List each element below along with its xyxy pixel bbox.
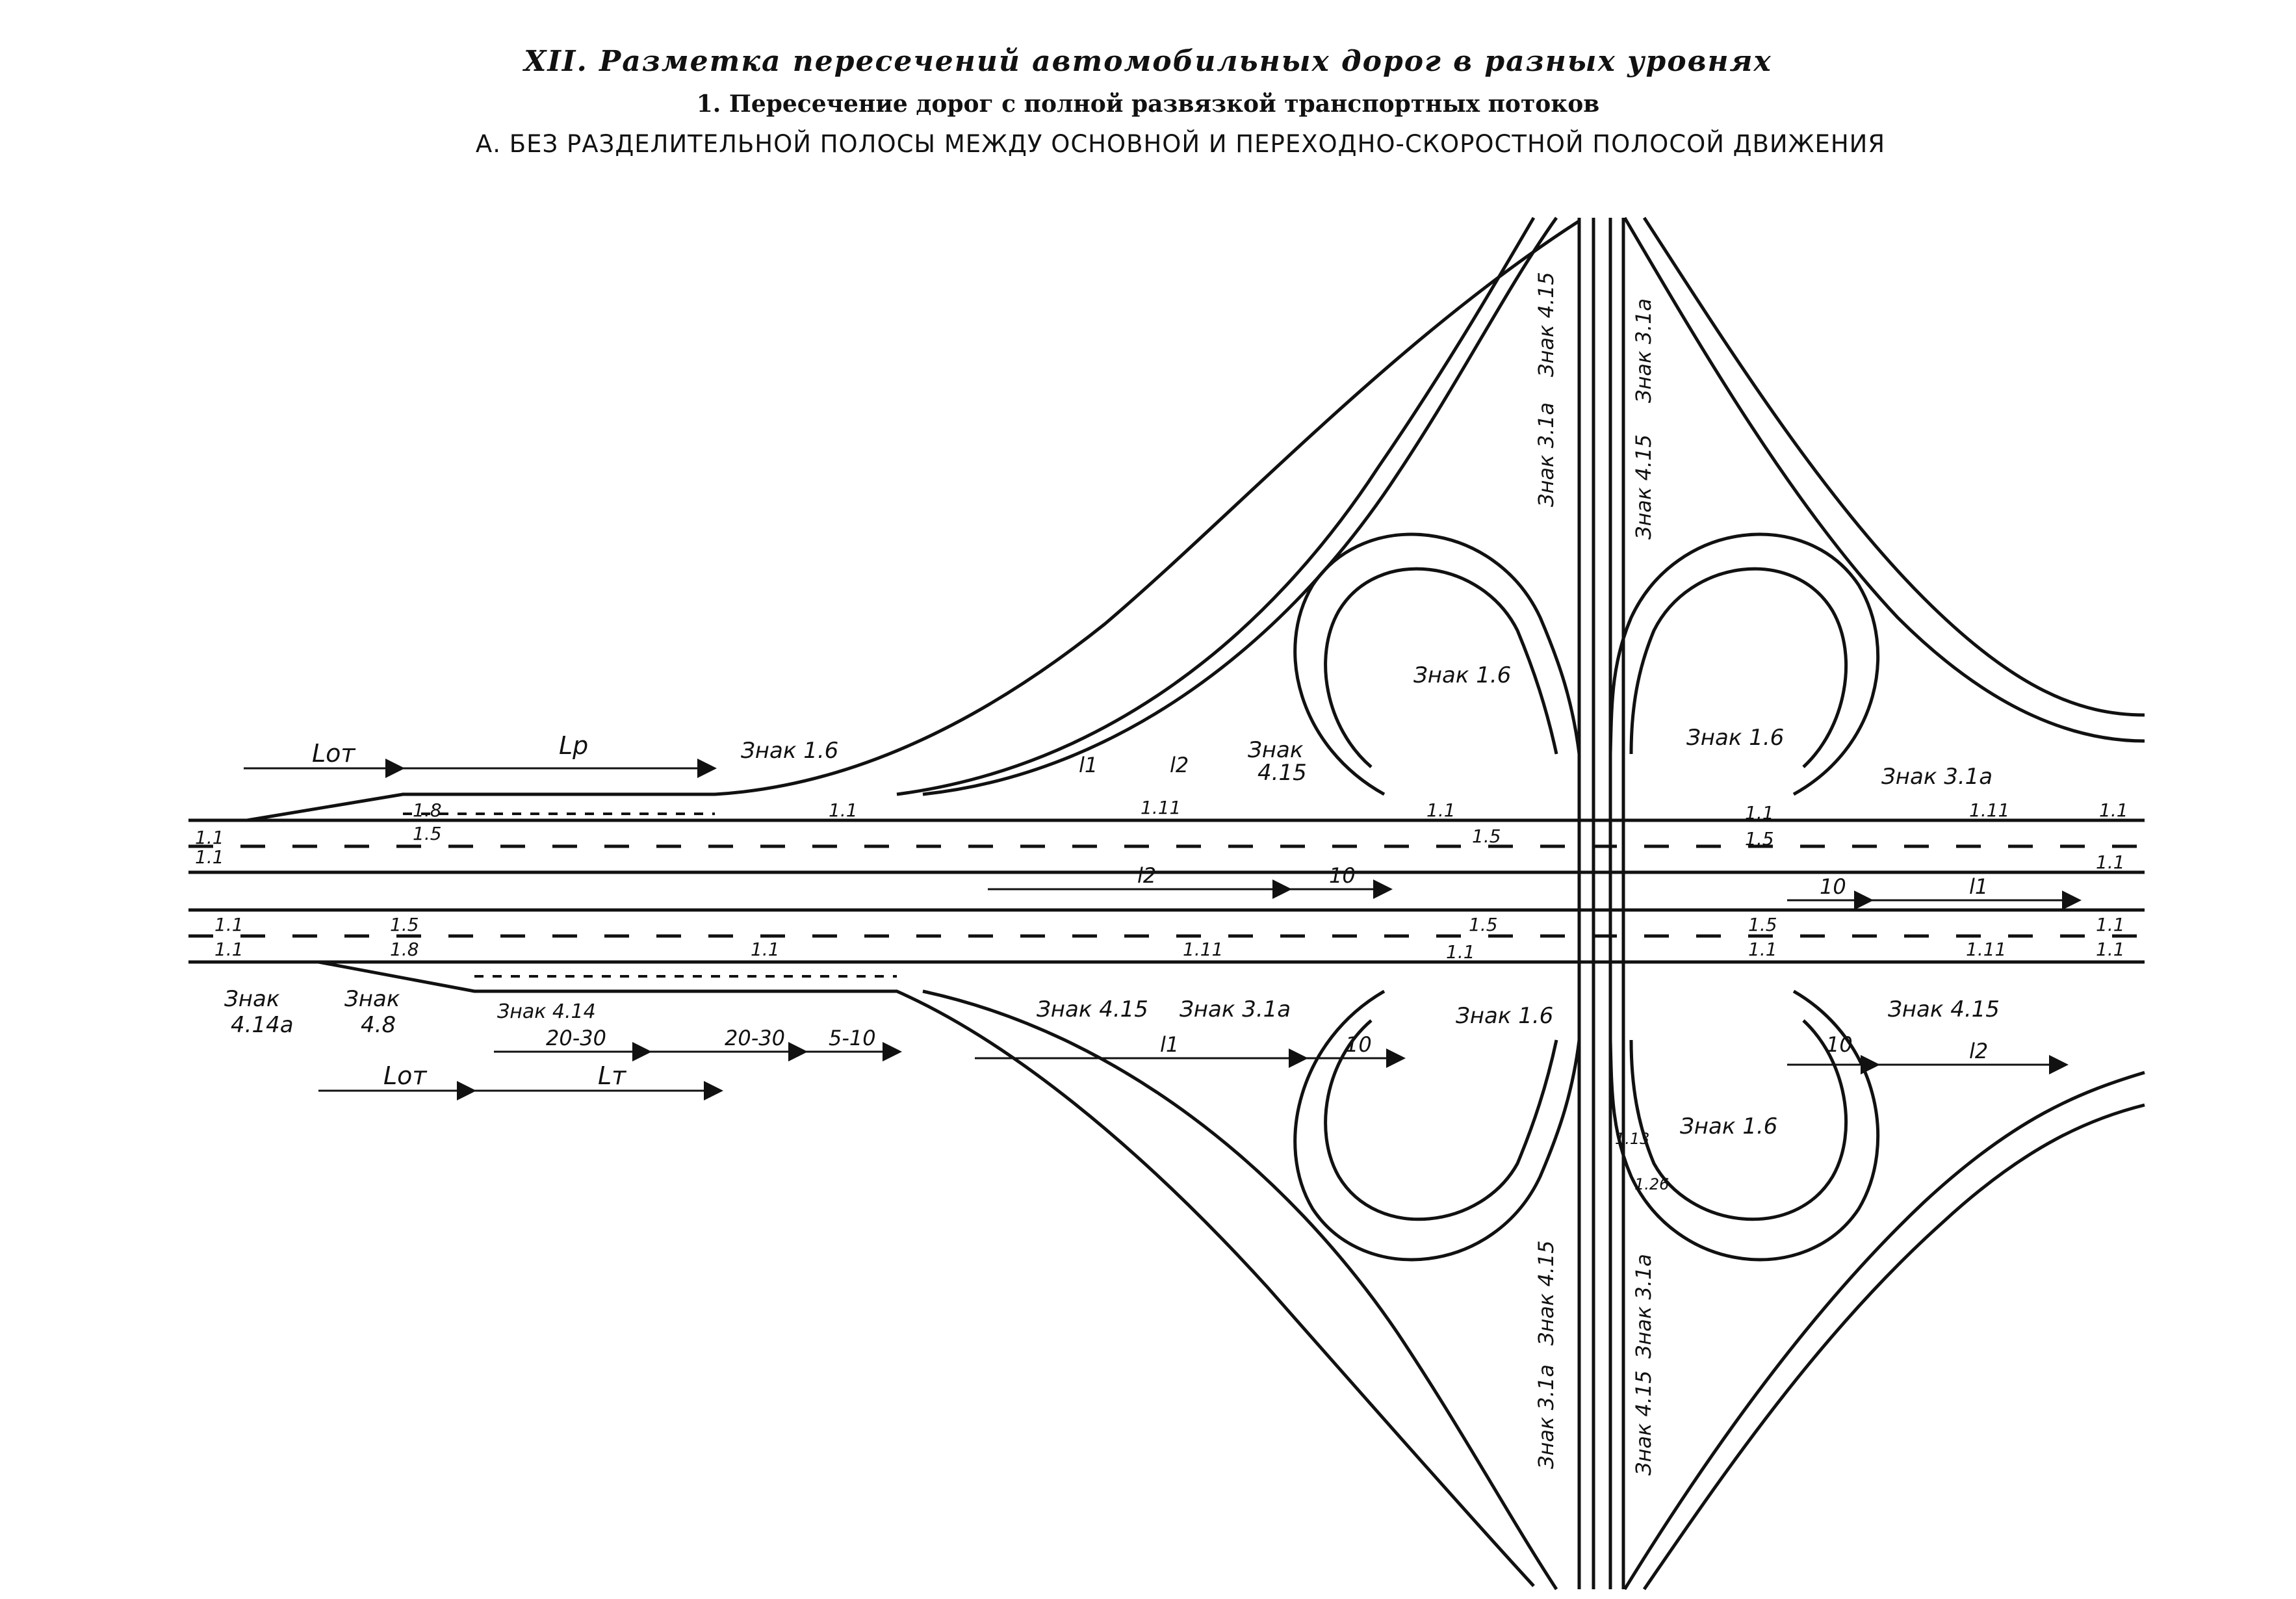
sign-4-15-vert-ne: Знак 4.15 (1631, 434, 1656, 540)
sign-4-15-se: Знак 4.15 (1888, 996, 2000, 1022)
marking-1-11-top: 1.11 (1141, 797, 1181, 818)
dim-10-bottom-right: 10 (1826, 1032, 1853, 1057)
sign-4-14: Знак 4.14 (497, 1000, 596, 1023)
dimension-lines (244, 759, 2082, 1100)
marking-1-5-f: 1.5 (1748, 914, 1777, 935)
marking-1-1-i: 1.1 (751, 939, 780, 960)
sign-4-15-vert-nw: Знак 4.15 (1534, 272, 1558, 377)
sign-znak-word: Знак (1248, 737, 1304, 763)
marking-1-1-e: 1.1 (2099, 800, 2128, 821)
sign-4-15-vert-se: Знак 4.15 (1631, 1370, 1656, 1476)
marking-1-1-m: 1.1 (2096, 939, 2125, 960)
dim-10-bottom-left: 10 (1345, 1032, 1372, 1057)
sign-4-8-word: Знак (344, 986, 400, 1012)
marking-1-1-j: 1.1 (1446, 941, 1475, 963)
marking-1-1-top: 1.1 (829, 800, 858, 821)
dim-l1-bottom: l1 (1160, 1032, 1179, 1057)
dim-5-10: 5-10 (829, 1026, 876, 1050)
sign-4-14a-number: 4.14а (231, 1012, 294, 1038)
marking-1-5-d: 1.5 (1745, 828, 1774, 850)
sign-1-6-sw: Знак 1.6 (1456, 1003, 1553, 1029)
sign-1-6-loop-nw: Знак 1.6 (1413, 662, 1511, 688)
marking-1-1-d: 1.1 (1745, 802, 1774, 824)
dim-10-mid-left: 10 (1329, 863, 1356, 888)
dim-l-ot-top: Lот (312, 739, 356, 768)
marking-1-1-f: 1.1 (2096, 852, 2125, 873)
dim-l-t: Lт (598, 1061, 627, 1090)
marking-1-5-bottom: 1.5 (390, 914, 419, 935)
sign-4-15-sw: Знак 4.15 (1037, 996, 1148, 1022)
marking-1-1-c: 1.1 (1426, 800, 1456, 821)
marking-1-11-bottom-right: 1.11 (1966, 939, 2006, 960)
dim-l2-bottom-right: l2 (1969, 1039, 1988, 1063)
sign-4-15-vert-sw: Знак 4.15 (1534, 1240, 1558, 1346)
crossing-road (1577, 218, 1625, 1589)
dim-20-30-b: 20-30 (725, 1026, 785, 1050)
dim-l2-mid-left: l2 (1137, 863, 1156, 888)
marking-1-1-l: 1.1 (2096, 914, 2125, 935)
dim-10-mid-right: 10 (1820, 874, 1846, 899)
sign-3-1a-vert-se: Знак 3.1а (1631, 1254, 1656, 1358)
sign-1-6-loop-ne: Знак 1.6 (1686, 725, 1784, 751)
sign-4-8-number: 4.8 (361, 1012, 396, 1038)
marking-1-26: 1.26 (1634, 1175, 1669, 1193)
dim-l2-top: l2 (1170, 753, 1189, 777)
sign-3-1a-sw: Знак 3.1а (1180, 996, 1291, 1022)
sign-4-14a-word: Знак (224, 986, 280, 1012)
marking-1-13: 1.13 (1615, 1130, 1649, 1148)
marking-1-1-g: 1.1 (214, 914, 244, 935)
main-highway (188, 219, 2145, 1587)
marking-1-5-top: 1.5 (413, 823, 442, 844)
dim-20-30-a: 20-30 (546, 1026, 606, 1050)
marking-1-1-a: 1.1 (195, 827, 224, 848)
page-subtitle: 1. Пересечение дорог с полной развязкой … (696, 90, 1600, 118)
dim-l-ot-bottom: Lот (383, 1061, 428, 1090)
marking-1-8-top: 1.8 (413, 800, 442, 821)
marking-1-1-h: 1.1 (214, 939, 244, 960)
marking-1-11-right: 1.11 (1969, 800, 2009, 821)
marking-1-1-k: 1.1 (1748, 939, 1777, 960)
sign-4-15-short: 4.15 (1258, 760, 1307, 786)
marking-1-1-b: 1.1 (195, 846, 224, 868)
marking-1-5-c: 1.5 (1472, 826, 1501, 847)
sign-3-1a-vert-sw: Знак 3.1а (1534, 1364, 1558, 1469)
marking-1-8-bottom: 1.8 (390, 939, 419, 960)
sign-1-6-se: Знак 1.6 (1680, 1113, 1777, 1139)
sign-1-6-ramp: Знак 1.6 (741, 738, 838, 764)
outer-ramps (896, 216, 2145, 1591)
dim-l1-mid-right: l1 (1969, 874, 1988, 899)
sign-3-1a-ne: Знак 3.1а (1881, 764, 1993, 790)
section-title: А. БЕЗ РАЗДЕЛИТЕЛЬНОЙ ПОЛОСЫ МЕЖДУ ОСНОВ… (475, 130, 1886, 158)
sign-3-1a-vert-nw: Знак 3.1а (1534, 402, 1558, 507)
diagram-labels: Lот Lр l1 l2 l2 10 10 l1 20-30 20-30 5-1… (195, 272, 2128, 1476)
page-title: XII. Разметка пересечений автомобильных … (524, 45, 1772, 78)
cloverleaf-loops (1293, 532, 1880, 1262)
marking-1-11-bottom: 1.11 (1183, 939, 1223, 960)
dim-l-p: Lр (559, 731, 588, 760)
sign-3-1a-vert-ne: Знак 3.1а (1631, 298, 1656, 403)
dim-l1-top: l1 (1079, 753, 1098, 777)
title-block: XII. Разметка пересечений автомобильных … (0, 39, 2296, 165)
marking-1-5-e: 1.5 (1469, 914, 1498, 935)
